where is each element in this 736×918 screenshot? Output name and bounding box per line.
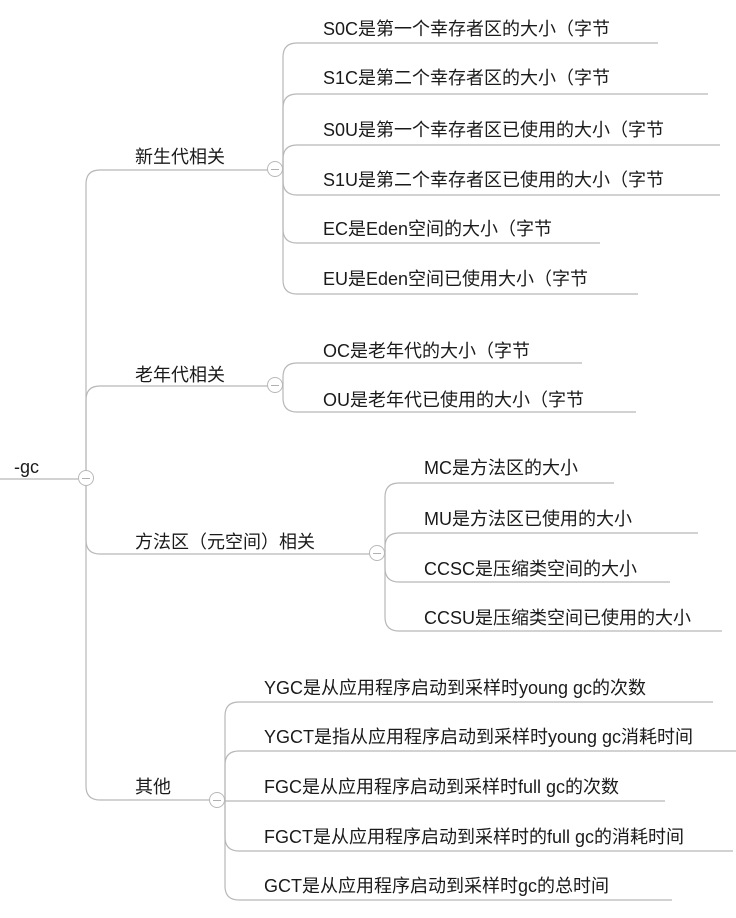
leaf-fgc[interactable]: FGC是从应用程序启动到采样时full gc的次数 <box>264 777 620 797</box>
connector-old-gen-leaf-0 <box>282 362 582 385</box>
leaf-ygct[interactable]: YGCT是指从应用程序启动到采样时young gc消耗时间 <box>264 727 694 747</box>
branch-young-gen-collapse-icon[interactable] <box>267 161 283 177</box>
branch-old-gen-label[interactable]: 老年代相关 <box>135 365 225 385</box>
leaf-s1c[interactable]: S1C是第二个幸存者区的大小（字节 <box>323 68 611 88</box>
root-collapse-icon[interactable] <box>78 470 94 486</box>
branch-metaspace-label[interactable]: 方法区（元空间）相关 <box>135 532 315 552</box>
leaf-mc[interactable]: MC是方法区的大小 <box>424 458 578 478</box>
leaf-eu[interactable]: EU是Eden空间已使用大小（字节 <box>323 269 589 289</box>
connector-other-leaf-2 <box>224 799 665 802</box>
leaf-s0u[interactable]: S0U是第一个幸存者区已使用的大小（字节 <box>323 120 665 140</box>
connector-other-leaf-1 <box>224 750 736 800</box>
leaf-gct[interactable]: GCT是从应用程序启动到采样时gc的总时间 <box>264 876 610 896</box>
branch-other-label[interactable]: 其他 <box>135 777 171 797</box>
branch-young-gen-label[interactable]: 新生代相关 <box>135 147 225 167</box>
connector-young-gen-leaf-1 <box>282 93 708 169</box>
connector-root-to-young-gen <box>85 169 270 479</box>
leaf-s0c[interactable]: S0C是第一个幸存者区的大小（字节 <box>323 19 611 39</box>
connector-young-gen-leaf-0 <box>282 42 658 169</box>
branch-old-gen-collapse-icon[interactable] <box>267 377 283 393</box>
connector-root-to-other <box>85 479 212 801</box>
connector-root-to-old-gen <box>85 385 270 479</box>
leaf-ou[interactable]: OU是老年代已使用的大小（字节 <box>323 390 584 410</box>
leaf-ec[interactable]: EC是Eden空间的大小（字节 <box>323 219 553 239</box>
connector-other-leaf-0 <box>224 701 713 800</box>
leaf-oc[interactable]: OC是老年代的大小（字节 <box>323 341 530 361</box>
leaf-ccsc[interactable]: CCSC是压缩类空间的大小 <box>424 559 638 579</box>
connector-metaspace-leaf-3 <box>384 553 722 632</box>
connector-metaspace-leaf-1 <box>384 532 698 553</box>
branch-metaspace-collapse-icon[interactable] <box>369 545 385 561</box>
connector-old-gen-leaf-1 <box>282 385 636 413</box>
connector-metaspace-leaf-0 <box>384 482 614 553</box>
leaf-ccsu[interactable]: CCSU是压缩类空间已使用的大小 <box>424 608 692 628</box>
branch-other-collapse-icon[interactable] <box>209 792 225 808</box>
leaf-fgct[interactable]: FGCT是从应用程序启动到采样时的full gc的消耗时间 <box>264 827 685 847</box>
leaf-mu[interactable]: MU是方法区已使用的大小 <box>424 509 632 529</box>
connector-young-gen-leaf-2 <box>282 144 720 169</box>
leaf-s1u[interactable]: S1U是第二个幸存者区已使用的大小（字节 <box>323 170 665 190</box>
leaf-ygc[interactable]: YGC是从应用程序启动到采样时young gc的次数 <box>264 678 647 698</box>
connector-other-leaf-4 <box>224 800 672 901</box>
connector-young-gen-leaf-5 <box>282 169 638 295</box>
root-node-label[interactable]: -gc <box>14 457 40 477</box>
